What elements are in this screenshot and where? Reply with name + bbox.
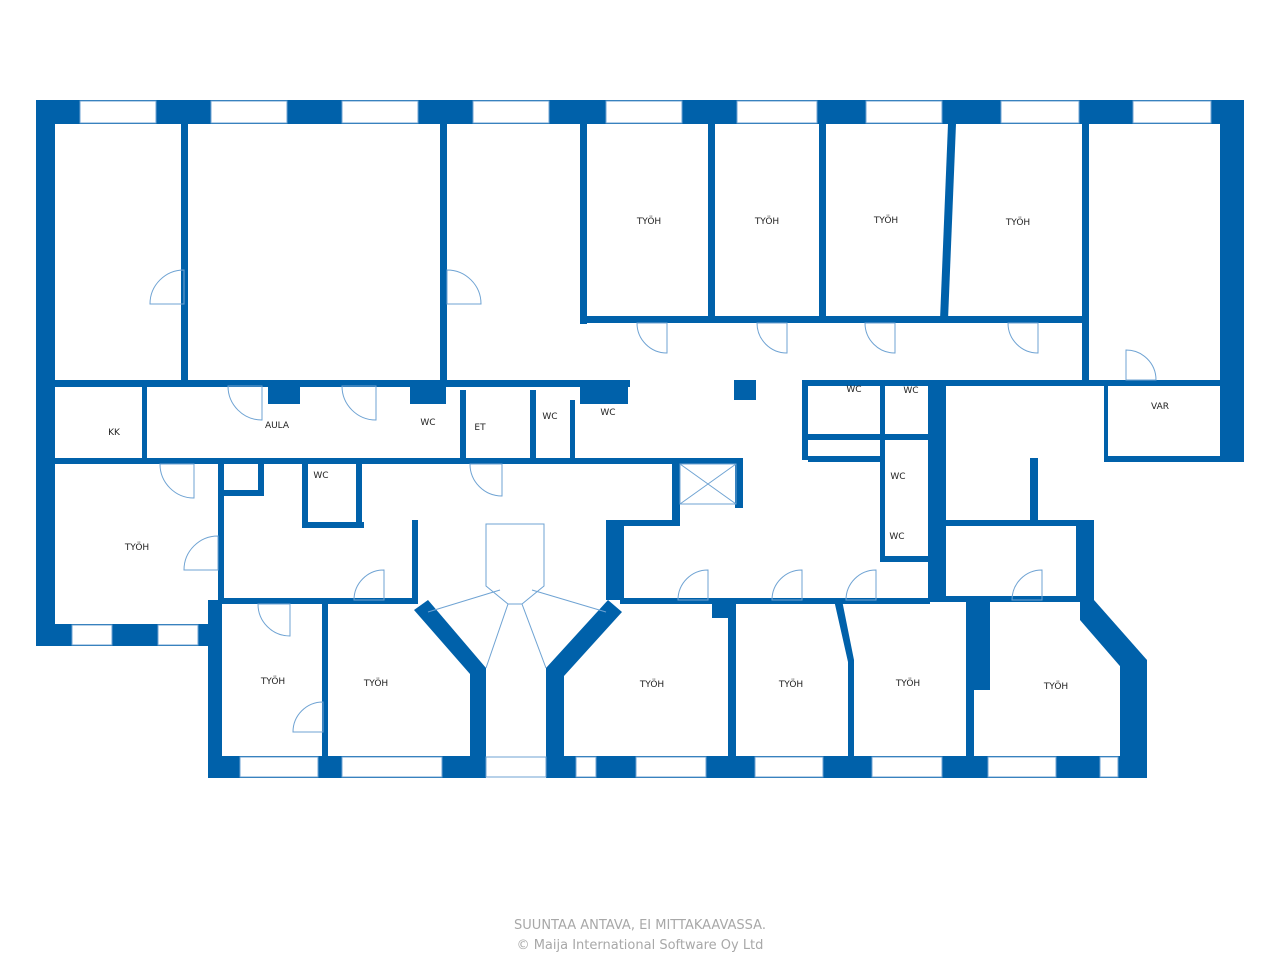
room-label: TYÖH (754, 216, 779, 227)
room-labels: TYÖH TYÖH TYÖH TYÖH VAR AULA KK WC ET WC… (108, 215, 1169, 692)
room-label: AULA (265, 421, 290, 431)
room-label: WC (420, 418, 435, 428)
room-label: KK (108, 428, 121, 438)
walls (36, 100, 1244, 778)
room-label: TYÖH (124, 542, 149, 553)
room-label: WC (313, 471, 328, 481)
room-label: WC (890, 472, 905, 482)
room-label: TYÖH (873, 215, 898, 226)
room-label: TYÖH (260, 676, 285, 687)
room-label: VAR (1151, 402, 1169, 412)
room-label: WC (903, 386, 918, 396)
room-label: WC (846, 385, 861, 395)
room-label: TYÖH (1005, 217, 1030, 228)
room-label: WC (889, 532, 904, 542)
room-label: TYÖH (778, 679, 803, 690)
room-label: TYÖH (1043, 681, 1068, 692)
room-label: WC (600, 408, 615, 418)
room-label: TYÖH (363, 678, 388, 689)
copyright-text: © Maija International Software Oy Ltd (516, 938, 764, 953)
room-label: TYÖH (636, 216, 661, 227)
room-label: WC (542, 412, 557, 422)
room-label: TYÖH (639, 679, 664, 690)
stair-and-fixtures (149, 269, 1157, 733)
disclaimer-text: SUUNTAA ANTAVA, EI MITTAKAAVASSA. (514, 918, 766, 933)
room-label: ET (474, 423, 486, 433)
room-label: TYÖH (895, 678, 920, 689)
windows (71, 100, 1212, 778)
